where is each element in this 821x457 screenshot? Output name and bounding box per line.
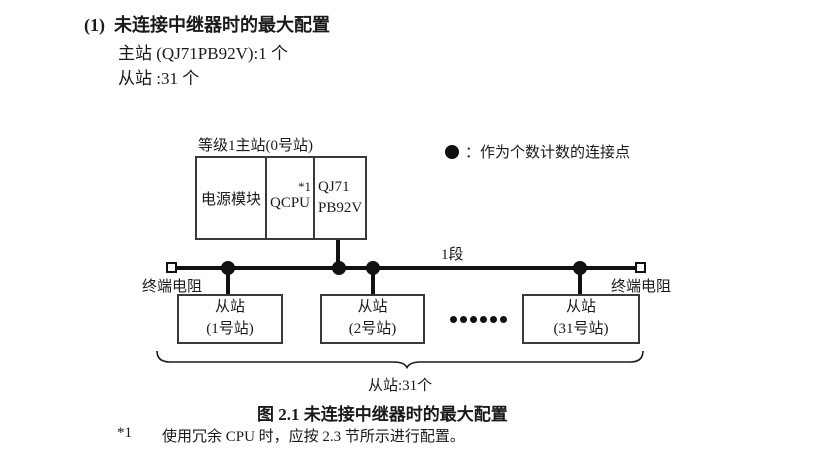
footnote-text: 使用冗余 CPU 时，应按 2.3 节所示进行配置。 bbox=[162, 429, 465, 445]
master-station-box: 电源模块 *1 QCPU QJ71 PB92V bbox=[195, 156, 367, 240]
legend-text: 作为个数计数的连接点 bbox=[480, 145, 631, 161]
terminator-label-right: 终端电阻 bbox=[611, 279, 672, 295]
master-count-line: 主站 (QJ71PB92V):1 个 bbox=[118, 44, 289, 63]
section-heading: (1) 未连接中继器时的最大配置 bbox=[84, 11, 330, 37]
connection-dot bbox=[366, 261, 380, 275]
slave-line2: (31号站) bbox=[553, 321, 609, 337]
heading-title: 未连接中继器时的最大配置 bbox=[114, 15, 330, 35]
brace bbox=[156, 350, 644, 369]
slave-drop-line bbox=[371, 270, 375, 294]
qcpu-cell: *1 QCPU bbox=[267, 158, 315, 238]
legend-colon: ： bbox=[465, 145, 481, 161]
slave-line1: 从站 bbox=[357, 299, 388, 316]
slave-line1: 从站 bbox=[565, 299, 596, 316]
master-station-label: 等级1主站(0号站) bbox=[198, 138, 313, 154]
bus-line bbox=[177, 266, 635, 270]
slave-drop-line bbox=[578, 270, 582, 294]
qcpu-label: QCPU bbox=[269, 194, 310, 211]
slave-count-line: 从站 :31 个 bbox=[118, 69, 200, 88]
segment-label: 1段 bbox=[441, 247, 464, 263]
power-module-cell: 电源模块 bbox=[197, 158, 267, 238]
connection-dot bbox=[573, 261, 587, 275]
connection-dot bbox=[221, 261, 235, 275]
terminator-label-left: 终端电阻 bbox=[142, 279, 203, 295]
connection-dot-icon bbox=[445, 144, 459, 159]
ellipsis-dots-icon bbox=[450, 316, 507, 323]
footnote-mark: *1 bbox=[117, 425, 132, 441]
heading-number: (1) bbox=[84, 15, 105, 35]
pb92v-line1: QJ71 bbox=[318, 179, 350, 195]
terminator-square-right bbox=[635, 262, 646, 273]
slave-line1: 从站 bbox=[214, 299, 245, 316]
terminator-square-left bbox=[166, 262, 177, 273]
brace-label: 从站:31个 bbox=[368, 378, 433, 394]
pb92v-line2: PB92V bbox=[318, 200, 363, 216]
slave-box: 从站 (1号站) bbox=[177, 294, 283, 344]
slave-line2: (1号站) bbox=[206, 321, 254, 337]
slave-line2: (2号站) bbox=[348, 321, 397, 337]
figure-caption: 图 2.1 未连接中继器时的最大配置 bbox=[257, 405, 508, 424]
qcpu-footnote-mark: *1 bbox=[298, 179, 311, 194]
connection-dot bbox=[332, 261, 346, 275]
master-drop-line bbox=[336, 240, 340, 267]
slave-box: 从站 (31号站) bbox=[522, 294, 640, 344]
slave-drop-line bbox=[226, 270, 230, 294]
slave-box: 从站 (2号站) bbox=[320, 294, 425, 344]
pb92v-cell: QJ71 PB92V bbox=[315, 158, 365, 238]
legend: ： 作为个数计数的连接点 bbox=[445, 141, 630, 162]
